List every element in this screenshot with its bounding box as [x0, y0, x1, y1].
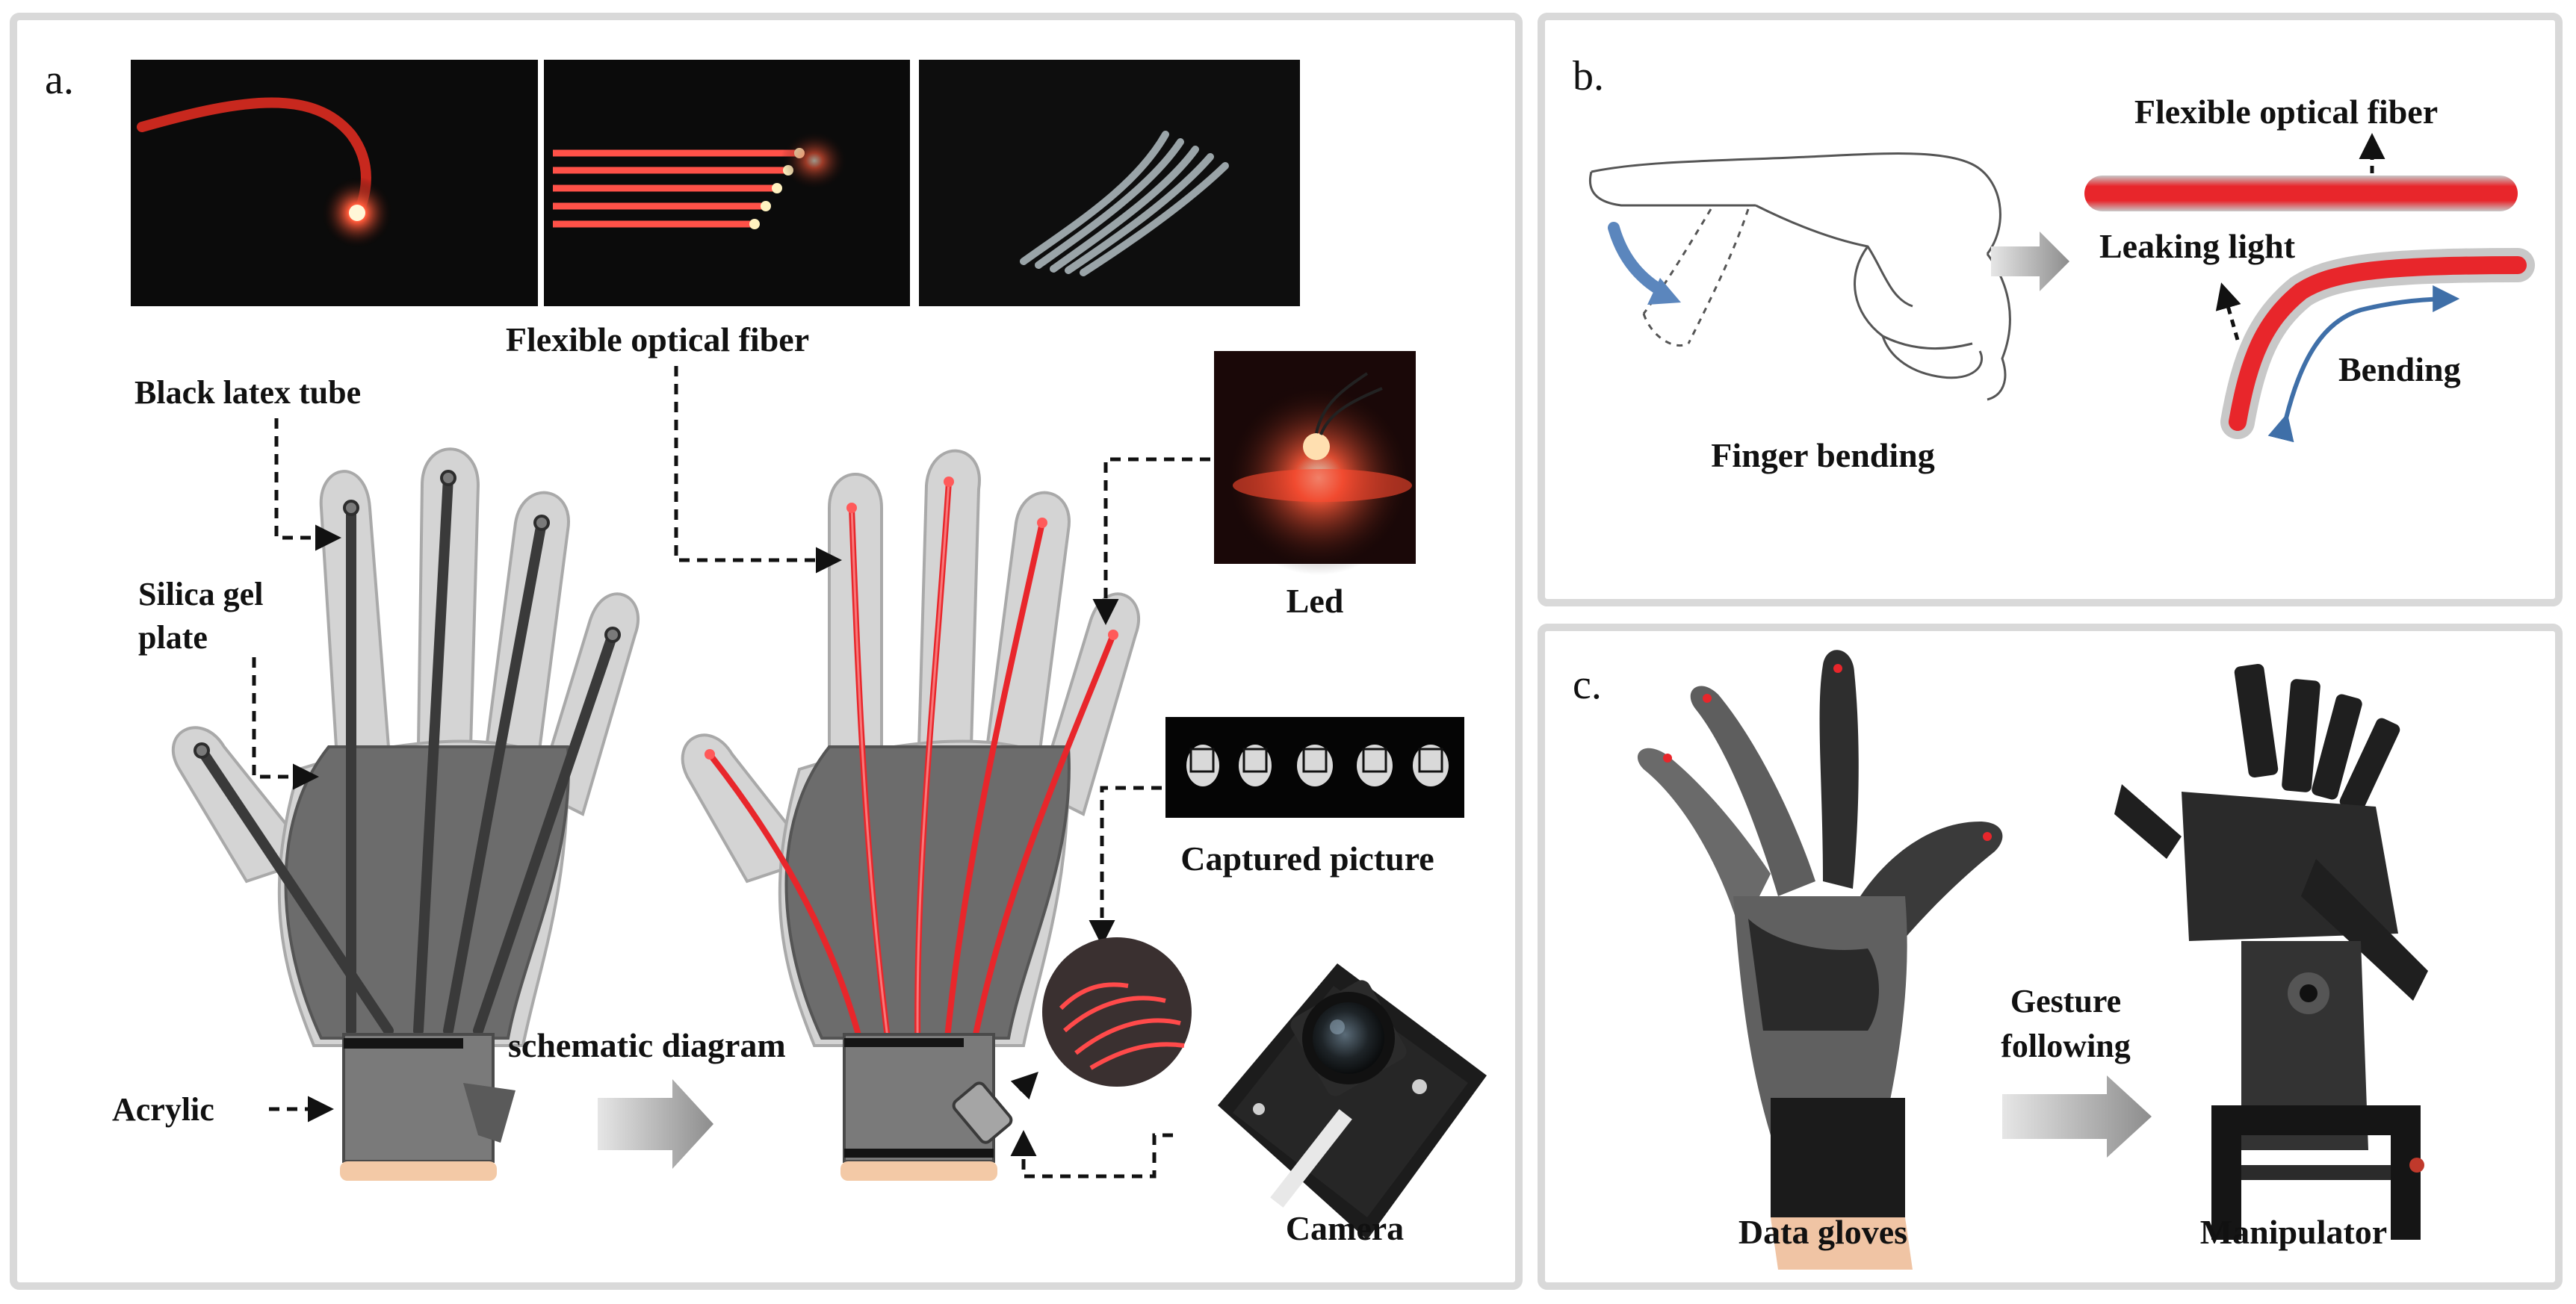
- camera-module: [1218, 963, 1487, 1240]
- manipulator-photo: [2114, 663, 2428, 1240]
- fiber-photo-1: [131, 60, 538, 306]
- wrist-skin: [340, 1161, 497, 1181]
- bend-arrow-curve: [1608, 222, 1668, 297]
- label-leaking-light: Leaking light: [2099, 227, 2296, 265]
- label-gesture-line1: Gesture: [2010, 983, 2121, 1019]
- led-photo: [1214, 351, 1416, 575]
- data-glove-photo: [1637, 650, 2003, 1270]
- arrow-silica-gel: [252, 657, 319, 790]
- bend-arrow-head: [1647, 278, 1681, 305]
- arrow-gesture-following: [2002, 1075, 2152, 1158]
- arrow-bubble: [1010, 1072, 1038, 1100]
- label-silica-gel-line1: Silica gel: [138, 576, 263, 612]
- arrow-leaking-light: [2215, 282, 2241, 341]
- panel-b: b. Finger bending Flexible optical fiber…: [1538, 13, 2563, 606]
- fiber-straight: [2084, 176, 2518, 211]
- label-manipulator: Manipulator: [2200, 1213, 2387, 1251]
- arrow-captured-picture: [1089, 786, 1162, 946]
- label-acrylic: Acrylic: [112, 1091, 214, 1128]
- label-data-gloves: Data gloves: [1739, 1213, 1907, 1251]
- label-flexible-optical-fiber-b: Flexible optical fiber: [2134, 93, 2438, 131]
- panel-a: a.: [10, 13, 1523, 1290]
- fiber-ends-bubble: [1042, 937, 1192, 1087]
- panel-c: c. Data gloves Gesture following: [1538, 624, 2563, 1290]
- panel-b-label: b.: [1573, 53, 1604, 99]
- panel-c-label: c.: [1573, 662, 1602, 708]
- label-captured-picture: Captured picture: [1180, 839, 1434, 878]
- arrow-latex-tube: [274, 418, 341, 551]
- panel-a-label: a.: [45, 57, 74, 103]
- arrow-bending: [2267, 285, 2460, 443]
- arrow-camera: [1021, 1133, 1173, 1179]
- label-finger-bending: Finger bending: [1711, 436, 1935, 474]
- label-gesture-line2: following: [2001, 1028, 2131, 1064]
- label-black-latex-tube: Black latex tube: [134, 374, 361, 411]
- label-silica-gel-line2: plate: [138, 619, 208, 656]
- label-bending: Bending: [2338, 350, 2461, 388]
- label-flexible-optical-fiber-a: Flexible optical fiber: [506, 320, 809, 358]
- finger-sketch: [1588, 152, 2011, 401]
- label-camera: Camera: [1286, 1209, 1404, 1247]
- glove-right: [681, 449, 1141, 1181]
- label-led: Led: [1287, 582, 1344, 620]
- fiber-photo-3: [919, 60, 1300, 306]
- fiber-photo-2: [544, 60, 910, 306]
- arrow-schematic: [598, 1079, 713, 1169]
- label-schematic-diagram: schematic diagram: [508, 1026, 786, 1064]
- arrow-finger-to-fiber: [1991, 232, 2069, 291]
- panel-b-border: [1538, 13, 2563, 606]
- captured-picture: [1165, 717, 1464, 818]
